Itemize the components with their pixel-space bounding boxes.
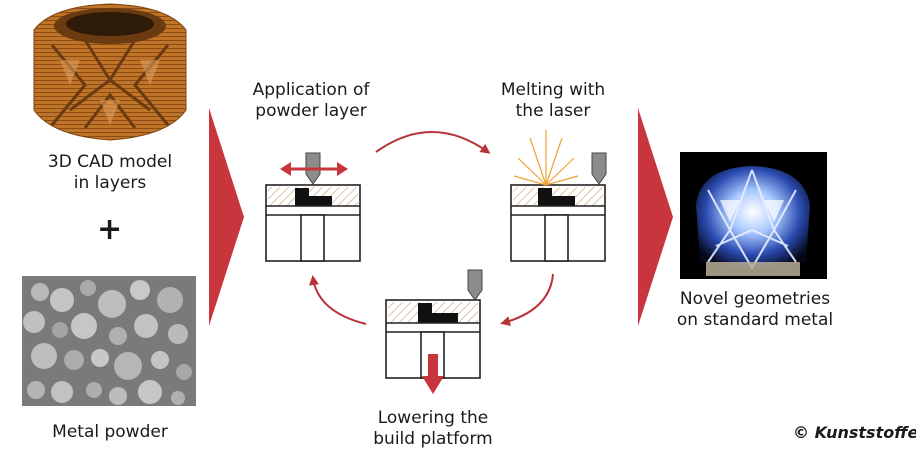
step1-label-line1: Application of (252, 80, 370, 100)
cycle-arrow-right (500, 273, 554, 326)
step-lower-platform-label: Lowering the build platform (358, 408, 508, 450)
cad-model-label: 3D CAD model in layers (30, 152, 190, 194)
metal-powder-image (22, 276, 196, 406)
copyright-name: Kunststoffe (814, 423, 916, 442)
step3-label-line1: Lowering the (377, 408, 489, 428)
step2-label-line1: Melting with (500, 80, 606, 100)
novel-geometry-image (680, 152, 827, 279)
laser-burst-icon (513, 130, 579, 186)
step3-label-line2: build platform (373, 429, 493, 449)
left-chevron-arrow (209, 108, 244, 326)
result-label-line2: on standard metal (676, 310, 834, 330)
cycle-arrow-left (309, 275, 367, 325)
step-powder-application-label: Application of powder layer (236, 80, 386, 122)
machine-step-powder-application (265, 152, 361, 262)
step2-label-line2: the laser (515, 101, 591, 121)
step1-label-line2: powder layer (255, 101, 367, 121)
right-chevron-arrow (638, 108, 673, 326)
machine-step-laser-melting (510, 130, 607, 262)
cad-model-image (33, 3, 187, 141)
copyright-notice: © Kunststoffe (793, 423, 916, 442)
cad-model-label-line1: 3D CAD model (47, 152, 173, 172)
result-label: Novel geometries on standard metal (668, 289, 842, 331)
result-label-line1: Novel geometries (679, 289, 831, 309)
machine-step-lower-platform (385, 269, 483, 394)
plus-sign: + (97, 212, 123, 247)
cycle-arrow-top (375, 131, 491, 154)
copyright-symbol: © (793, 423, 809, 442)
cad-model-label-line2: in layers (73, 173, 147, 193)
step-laser-melting-label: Melting with the laser (478, 80, 628, 122)
metal-powder-label: Metal powder (52, 422, 168, 442)
